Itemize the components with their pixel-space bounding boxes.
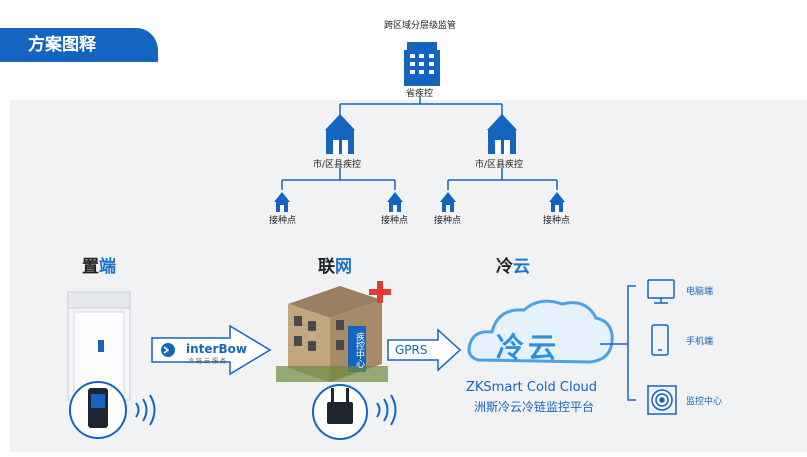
site-house-icon	[440, 192, 456, 212]
interbow-arrow	[151, 324, 272, 376]
stage-cloud-heading: 冷云	[496, 257, 530, 277]
desktop-icon	[647, 279, 675, 304]
gprs-label: GPRS	[395, 343, 428, 357]
hierarchy-tree	[274, 42, 565, 212]
level3-label: 接种点	[543, 216, 571, 226]
freezer-image	[67, 291, 131, 401]
sensor-device-icon	[69, 381, 127, 439]
building-sign: 疾控中心	[354, 332, 364, 368]
level2-label: 市/区县疾控	[313, 160, 362, 170]
mobile-icon	[651, 324, 669, 356]
stage-terminal-heading: 置端	[82, 257, 116, 277]
stage-network-heading: 联网	[318, 257, 352, 277]
client-bracket	[600, 285, 636, 401]
province-building-icon	[404, 42, 440, 86]
cdc-building-image	[276, 286, 388, 382]
client-monitor-label: 监控中心	[686, 397, 723, 407]
root-label: 省疾控	[406, 89, 434, 99]
interbow-brand: interBow	[186, 342, 247, 356]
level2-label: 市/区县疾控	[475, 160, 524, 170]
section-title: 方案图释	[0, 28, 158, 62]
level3-label: 接种点	[269, 216, 297, 226]
level3-label: 接种点	[434, 216, 462, 226]
top-caption: 跨区域分层级监管	[384, 21, 457, 31]
client-desktop-label: 电脑端	[686, 287, 714, 297]
monitor-center-icon	[647, 385, 677, 415]
site-house-icon	[274, 192, 290, 212]
platform-name-cn: 洲斯冷云冷链监控平台	[474, 400, 595, 414]
platform-name-en: ZKSmart Cold Cloud	[466, 380, 598, 395]
gateway-device-icon	[312, 384, 368, 440]
cloud-logo-icon	[467, 299, 614, 364]
site-house-icon	[549, 192, 565, 212]
red-cross-icon	[369, 281, 391, 303]
gprs-arrow	[387, 328, 462, 372]
interbow-sub: 冷链云服务	[188, 358, 229, 365]
cloud-logo-text: 冷云	[496, 331, 561, 364]
client-mobile-label: 手机端	[686, 337, 714, 347]
city-building-icon	[325, 114, 355, 154]
level3-label: 接种点	[381, 216, 409, 226]
city-building-icon	[487, 114, 517, 154]
wireless-signal-icon	[135, 394, 156, 426]
diagram-panel	[10, 100, 807, 452]
wireless-signal-icon	[376, 394, 397, 426]
site-house-icon	[387, 192, 403, 212]
